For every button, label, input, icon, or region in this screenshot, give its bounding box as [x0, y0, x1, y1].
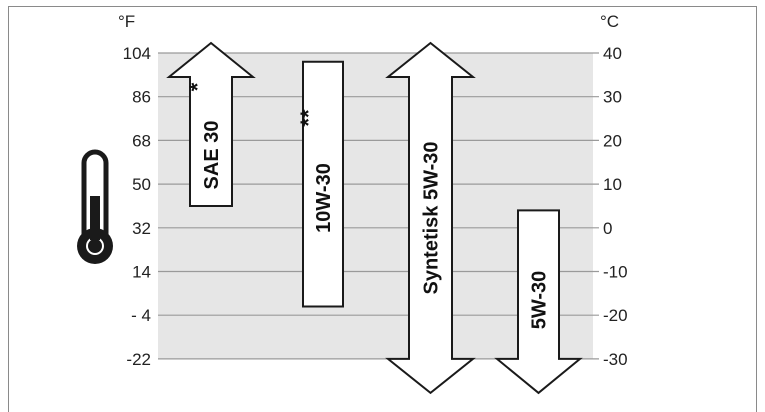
thermometer-icon	[77, 149, 113, 264]
fahrenheit-tick-label: 104	[123, 44, 151, 63]
celsius-tick-label: -30	[603, 350, 628, 369]
celsius-tick-label: 20	[603, 131, 622, 150]
oil-label: Syntetisk 5W-30	[421, 142, 443, 295]
oil-label: SAE 30	[201, 121, 223, 190]
fahrenheit-axis: 104 86 68 50 32 14 - 4 -22	[123, 44, 151, 369]
celsius-tick-label: -10	[603, 263, 628, 282]
footnote-marker: *	[185, 82, 210, 91]
oil-range-shape	[302, 60, 344, 308]
fahrenheit-unit-label: °F	[118, 12, 135, 31]
fahrenheit-tick-label: 32	[132, 219, 151, 238]
fahrenheit-tick-label: 68	[132, 131, 151, 150]
celsius-tick-label: -20	[603, 306, 628, 325]
celsius-tick-label: 30	[603, 88, 622, 107]
fahrenheit-tick-label: -22	[126, 350, 151, 369]
oil-bar-sae30: SAE 30 *	[166, 41, 256, 207]
oil-range-shape	[166, 41, 256, 207]
oil-range-shape	[385, 41, 476, 395]
fahrenheit-tick-label: 14	[132, 263, 151, 282]
fahrenheit-tick-label: 86	[132, 88, 151, 107]
oil-bars: SAE 30 * 10W-30 ** Syntetisk 5W-30 5W-30	[166, 41, 583, 395]
celsius-unit-label: °C	[600, 12, 619, 31]
oil-bar-5w30: 5W-30	[494, 209, 583, 395]
celsius-axis: 40 30 20 10 0 -10 -20 -30	[603, 44, 628, 369]
oil-bar-syn5w30: Syntetisk 5W-30	[385, 41, 476, 395]
celsius-tick-label: 40	[603, 44, 622, 63]
oil-label: 10W-30	[313, 163, 335, 233]
celsius-tick-label: 0	[603, 219, 612, 238]
footnote-marker: **	[296, 109, 321, 127]
oil-label: 5W-30	[529, 271, 551, 330]
oil-bar-10w30: 10W-30 **	[296, 60, 344, 308]
fahrenheit-tick-label: - 4	[131, 306, 151, 325]
celsius-tick-label: 10	[603, 175, 622, 194]
fahrenheit-tick-label: 50	[132, 175, 151, 194]
oil-range-shape	[494, 209, 583, 395]
